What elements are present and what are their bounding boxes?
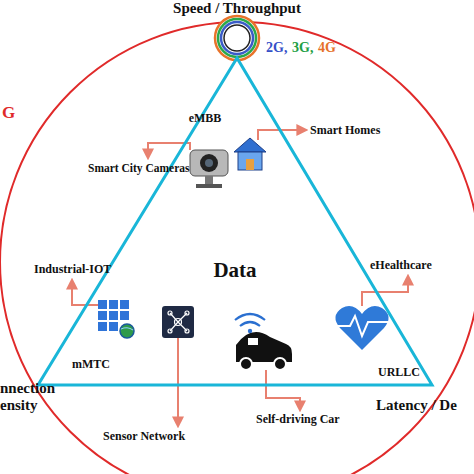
globe-icon [120,324,134,338]
diagram-label: Latency / De [376,397,457,414]
triangle-outline [38,58,432,385]
house-icon [234,138,266,170]
triangle-path [38,58,432,385]
camera-icon [190,150,228,188]
diagram-label: Speed / Throughput [173,0,301,17]
heart-icon [335,306,388,350]
diagram-label: 4G [318,40,336,55]
red-circle [0,22,474,474]
diagram-label: eMBB [189,112,222,125]
diagram-label: URLLC [378,366,420,379]
car-icon [235,314,292,370]
diagram-label: Sensor Network [103,430,185,443]
diagram-label: eHealthcare [370,259,432,272]
diagram-label: Smart Homes [310,124,380,137]
diagram-label: Smart City Cameras [88,162,190,175]
diagram-label: 2G, [266,40,287,55]
diagram-label: 3G, [292,40,313,55]
sensor-network-icon [162,306,194,338]
diagram-label: Self-driving Car [256,413,340,426]
generation-rings [215,16,259,60]
diagram-label: nnection ensity [0,380,72,413]
triangle-node: Data [38,58,432,385]
diagram-label: Industrial-IOT [34,263,111,276]
diagram-label: G [2,104,15,123]
diagram-label: mMTC [72,358,110,371]
